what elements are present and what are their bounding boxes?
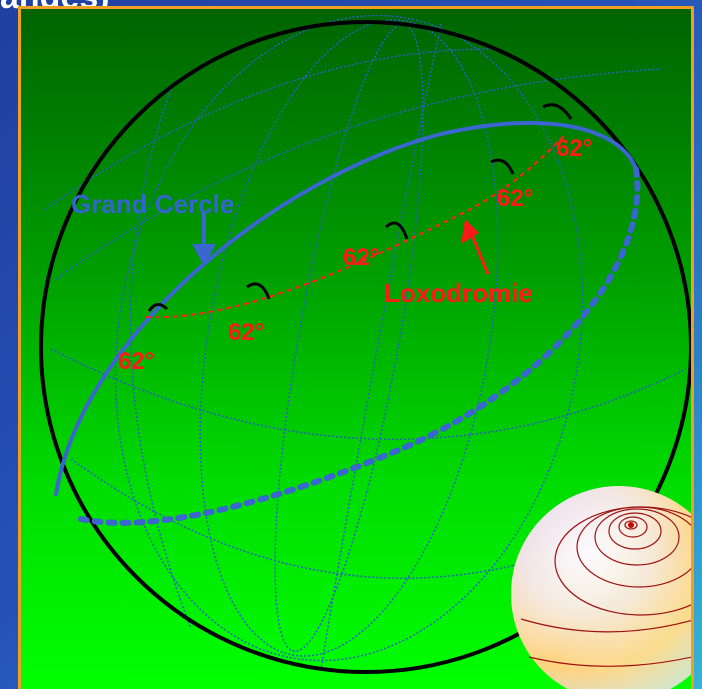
great-circle xyxy=(54,120,641,526)
great-circle-label: Grand Cercle xyxy=(71,189,234,219)
great-circle-arrow xyxy=(192,212,216,266)
loxodrome-arrow xyxy=(461,219,490,275)
angle-label-4: 62° xyxy=(497,185,533,212)
angle-arc-2 xyxy=(246,282,271,300)
meridian-2 xyxy=(199,19,499,657)
meridian-1 xyxy=(274,23,424,653)
angle-arc-4 xyxy=(490,158,515,175)
spiral-sphere-illustration xyxy=(511,486,691,689)
meridian-3 xyxy=(114,14,584,662)
angle-arc-1 xyxy=(147,303,169,312)
great-circle-front xyxy=(54,120,638,496)
globe-grid xyxy=(45,14,687,670)
angle-label-3: 62° xyxy=(343,244,379,271)
globe-diagram: Grand Cercle Loxodromie 62° 62° 62° 62° … xyxy=(39,14,691,689)
great-circle-back xyxy=(78,166,641,526)
angle-arcs xyxy=(147,103,573,312)
angle-arc-5 xyxy=(542,103,573,120)
angle-label-5: 62° xyxy=(556,135,592,162)
angle-arc-3 xyxy=(384,221,409,240)
loxodrome-label: Loxodromie xyxy=(384,278,533,308)
globe-outline xyxy=(39,20,691,674)
angle-label-2: 62° xyxy=(228,319,264,346)
diagram-panel: Grand Cercle Loxodromie 62° 62° 62° 62° … xyxy=(18,6,694,689)
meridian-5 xyxy=(320,23,442,670)
parallel-2 xyxy=(55,68,662,280)
loxodrome-path xyxy=(145,133,567,319)
parallel-1 xyxy=(45,48,492,210)
meridian-4 xyxy=(129,88,192,630)
angle-label-1: 62° xyxy=(118,348,154,375)
